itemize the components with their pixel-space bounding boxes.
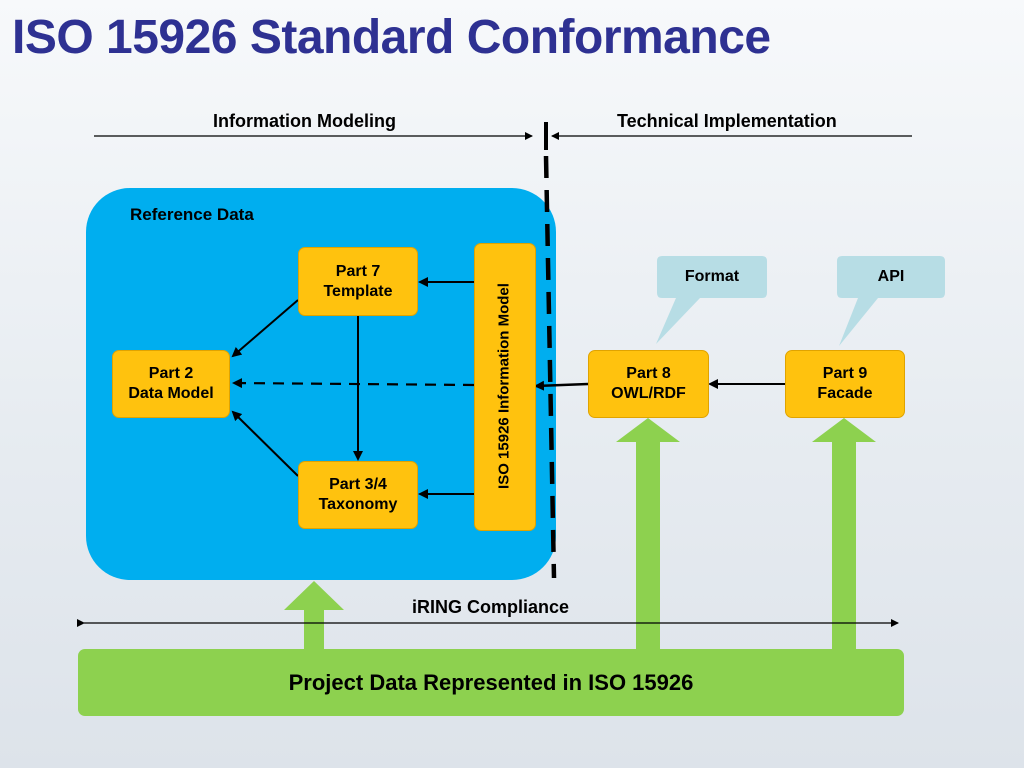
iring-compliance-label: iRING Compliance	[412, 597, 570, 617]
part8-line1: Part 8	[626, 365, 671, 382]
part34-line2: Taxonomy	[318, 496, 398, 513]
green-arrow-part9	[812, 418, 876, 650]
part34-taxonomy-box: Part 3/4 Taxonomy	[298, 461, 418, 529]
information-model-box	[474, 243, 536, 531]
information-model-label: ISO 15926 Information Model	[495, 283, 513, 489]
format-callout-label: Format	[684, 268, 740, 285]
part2-line2: Data Model	[128, 385, 214, 402]
arrow-info-to-part2-dashed	[232, 378, 475, 389]
format-callout-shape	[656, 256, 767, 344]
part8-line2: OWL/RDF	[611, 385, 686, 402]
part9-line2: Facade	[817, 385, 873, 402]
domain-boundary-dashed	[543, 155, 557, 579]
information-modeling-label: Information Modeling	[213, 111, 396, 131]
project-data-label: Project Data Represented in ISO 15926	[288, 669, 694, 695]
green-arrow-left	[284, 581, 344, 650]
page-title: ISO 15926 Standard Conformance	[12, 11, 771, 64]
reference-data-label: Reference Data	[130, 205, 254, 224]
api-callout-shape	[837, 256, 945, 346]
technical-implementation-label: Technical Implementation	[617, 111, 837, 131]
part34-line1: Part 3/4	[329, 476, 387, 493]
part9-line1: Part 9	[822, 365, 868, 382]
arrow-part34-to-part2	[231, 410, 299, 477]
part8-owl-rdf-box: Part 8 OWL/RDF	[588, 350, 709, 418]
api-callout-label: API	[877, 268, 905, 285]
arrow-part7-to-part2	[231, 299, 299, 358]
project-data-bar: Project Data Represented in ISO 15926	[78, 649, 904, 716]
part7-template-box: Part 7 Template	[298, 247, 418, 316]
part7-line1: Part 7	[335, 262, 381, 280]
part2-line1: Part 2	[148, 365, 194, 382]
arrow-part8-to-info	[534, 380, 589, 391]
part7-line2: Template	[323, 282, 393, 300]
green-arrow-part8	[616, 418, 680, 650]
part9-facade-box: Part 9 Facade	[785, 350, 905, 418]
part2-data-model-box: Part 2 Data Model	[112, 350, 230, 418]
